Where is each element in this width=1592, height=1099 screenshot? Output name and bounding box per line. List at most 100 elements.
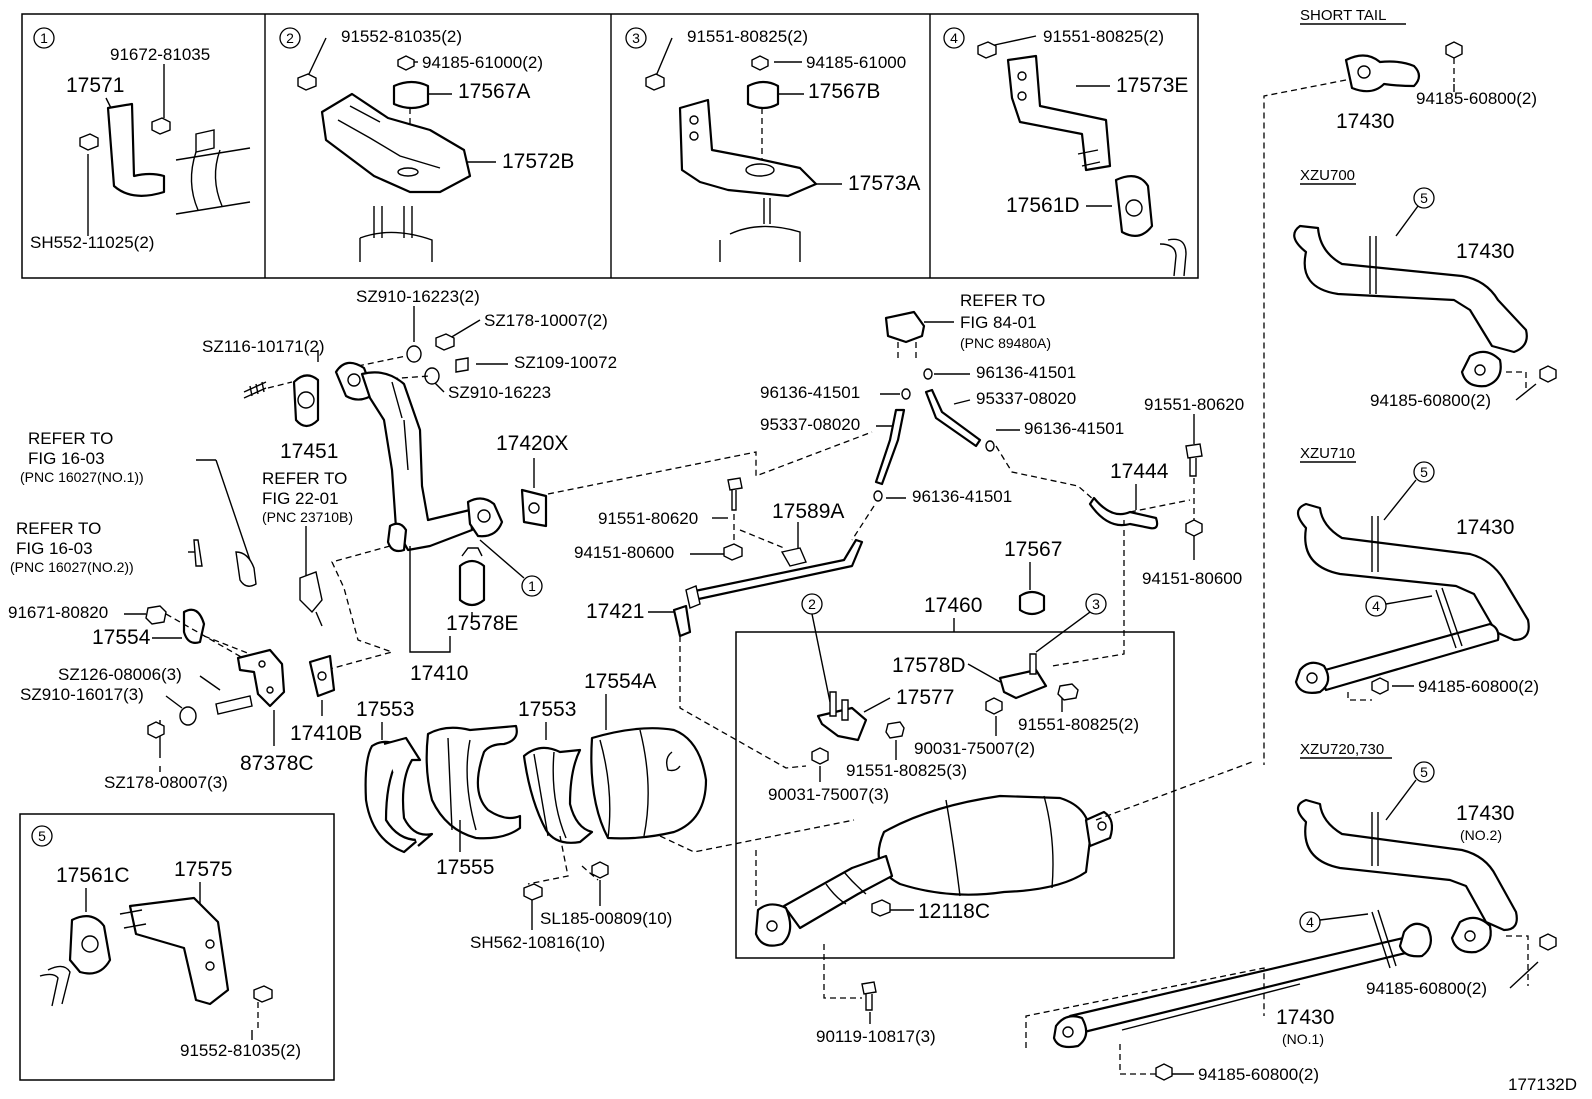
variant-label: SHORT TAIL — [1300, 7, 1386, 24]
callout-4: 4 — [1372, 598, 1380, 614]
part-label: 12118C — [918, 900, 990, 923]
part-label: SZ910-16017(3) — [20, 685, 144, 704]
part-label: 95337-08020 — [976, 389, 1076, 408]
part-label: SZ178-08007(3) — [104, 773, 228, 792]
part-label: SZ178-10007(2) — [484, 311, 608, 330]
part-label: 91551-80620 — [598, 509, 698, 528]
inset-1: 1 91672-81035 17571 SH552-11025(2) — [30, 27, 251, 252]
callout-3: 3 — [1092, 596, 1100, 612]
callout-2: 2 — [286, 30, 294, 46]
variant-xzu700: XZU700 5 17430 94185-60800(2) — [1293, 167, 1557, 410]
part-label: 91552-81035(2) — [180, 1041, 301, 1060]
inset-frame-top — [21, 13, 1199, 279]
variant-no1-pipe: 4 94185-60800(2) 17430 (NO.1) — [1025, 909, 1433, 1084]
part-label: 17410B — [290, 722, 362, 745]
callout-5: 5 — [38, 828, 46, 844]
callout-4: 4 — [950, 30, 958, 46]
part-label: 17572B — [502, 150, 574, 173]
part-label: 17553 — [356, 698, 414, 721]
variant-label: XZU720,730 — [1300, 741, 1384, 758]
inset-5: 5 17561C 17575 91552-81035(2) — [19, 813, 335, 1081]
part-label: 94151-80600 — [574, 543, 674, 562]
refer-label: REFER TO — [16, 519, 101, 538]
callout-2: 2 — [808, 596, 816, 612]
part-label: 17430 — [1456, 516, 1514, 539]
part-label: 96136-41501 — [760, 383, 860, 402]
variant-xzu710: XZU710 5 4 17430 94185-60800(2) — [1294, 445, 1539, 701]
part-label: 17573A — [848, 172, 920, 195]
part-label: 17444 — [1110, 460, 1169, 483]
refer-label: (PNC 89480A) — [960, 335, 1051, 351]
part-label: SZ126-08006(3) — [58, 665, 182, 684]
part-label: 91552-81035(2) — [341, 27, 462, 46]
part-label: SL185-00809(10) — [540, 909, 672, 928]
part-label: 17577 — [896, 686, 954, 709]
refer-label: (PNC 23710B) — [262, 509, 353, 525]
variant-xzu720: XZU720,730 5 17430 (NO.2) 94185-60800(2) — [1296, 741, 1557, 998]
part-label: 17553 — [518, 698, 576, 721]
part-label: 91551-80825(2) — [687, 27, 808, 46]
variant-label: XZU700 — [1300, 167, 1355, 184]
part-label: 94185-60800(2) — [1366, 979, 1487, 998]
diagram-id: 177132D — [1508, 1075, 1577, 1094]
part-label: SH552-11025(2) — [30, 233, 154, 252]
refer-label: (PNC 16027(NO.1)) — [20, 469, 144, 485]
refer-label: REFER TO — [262, 469, 347, 488]
part-label: 90031-75007(3) — [768, 785, 889, 804]
part-label: 90119-10817(3) — [816, 1027, 936, 1046]
part-label: 17578D — [892, 654, 966, 677]
part-label: 17554 — [92, 626, 151, 649]
part-label: SH562-10816(10) — [470, 933, 605, 952]
refer-label: REFER TO — [28, 429, 113, 448]
callout-5: 5 — [1420, 464, 1428, 480]
part-label: 17555 — [436, 856, 494, 879]
callout-4: 4 — [1306, 914, 1314, 930]
part-label: 95337-08020 — [760, 415, 860, 434]
part-label: SZ910-16223(2) — [356, 287, 480, 306]
part-label: 87378C — [240, 752, 314, 775]
part-label: 17451 — [280, 440, 338, 463]
variant-label: XZU710 — [1300, 445, 1355, 462]
refer-label: FIG 16-03 — [16, 539, 93, 558]
inset-4: 4 91551-80825(2) 17573E 17561D — [943, 27, 1188, 277]
refer-label: (PNC 16027(NO.2)) — [10, 559, 134, 575]
part-label: 17430 — [1336, 110, 1394, 133]
part-label: 17410 — [410, 662, 468, 685]
part-label: 96136-41501 — [1024, 419, 1124, 438]
part-label: 90031-75007(2) — [914, 739, 1035, 758]
callout-1: 1 — [528, 578, 536, 594]
part-label: 94185-60800(2) — [1418, 677, 1539, 696]
part-label: 91551-80825(2) — [1018, 715, 1139, 734]
refer-label: FIG 22-01 — [262, 489, 339, 508]
part-label: 17567B — [808, 80, 880, 103]
part-label: 17561D — [1006, 194, 1080, 217]
part-label: 96136-41501 — [976, 363, 1076, 382]
part-label: 17578E — [446, 612, 518, 635]
callout-3: 3 — [632, 30, 640, 46]
part-label: 91551-80620 — [1144, 395, 1244, 414]
inset-3: 3 91551-80825(2) 94185-61000 17567B 1757… — [625, 27, 920, 262]
variant-short-tail: SHORT TAIL 17430 94185-60800(2) — [1263, 7, 1537, 765]
part-label: 91551-80825(3) — [846, 761, 967, 780]
converter-shell-area: 17553 17553 17554A 17555 SL185-00809(10)… — [356, 670, 855, 952]
part-label: 17421 — [586, 600, 644, 623]
part-label: 94185-60800(2) — [1198, 1065, 1319, 1084]
part-label: 17567A — [458, 80, 530, 103]
part-label: 17430 — [1456, 802, 1514, 825]
refer-label: REFER TO — [960, 291, 1045, 310]
part-label: 17561C — [56, 864, 130, 887]
muffler-box: 17460 2 3 17578D 91551-80825(2) 90031-75… — [735, 520, 1253, 1046]
part-label: 17420X — [496, 432, 568, 455]
part-label: 91671-80820 — [8, 603, 108, 622]
callout-1: 1 — [40, 30, 48, 46]
callout-5: 5 — [1420, 764, 1428, 780]
part-label: SZ109-10072 — [514, 353, 617, 372]
part-label: (NO.2) — [1460, 827, 1502, 843]
part-label: 91551-80825(2) — [1043, 27, 1164, 46]
part-label: 17554A — [584, 670, 656, 693]
part-label: 94185-61000 — [806, 53, 906, 72]
part-label: 94185-60800(2) — [1416, 89, 1537, 108]
part-label: (NO.1) — [1282, 1031, 1324, 1047]
part-label: 17430 — [1276, 1006, 1334, 1029]
